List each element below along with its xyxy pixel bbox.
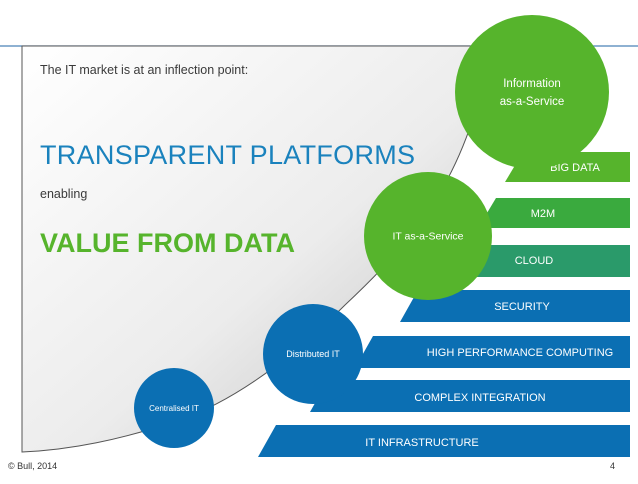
stage-circles: Centralised IT Distributed IT IT as-a-Serv… [134,15,609,448]
intro-text: The IT market is at an inflection point: [40,63,249,77]
layer-label: BIG DATA [550,162,600,174]
stage-circle [134,368,214,448]
layer-label: HIGH PERFORMANCE COMPUTING [427,347,613,359]
copyright: © Bull, 2014 [8,461,58,471]
stage-circle [455,15,609,169]
layer-bar [355,336,630,368]
layer-bar [258,425,630,457]
layer-label: IT INFRASTRUCTURE [365,437,478,449]
stage-label: Centralised IT [149,404,199,413]
layer-bars: IT INFRASTRUCTURE COMPLEX INTEGRATION HIGH… [258,152,630,457]
headline: TRANSPARENT PLATFORMS [40,140,416,170]
layer-label: M2M [531,208,555,220]
layer-label: CLOUD [515,255,554,267]
layer-bar [478,198,630,228]
stage-label: Distributed IT [286,349,340,359]
layer-label: COMPLEX INTEGRATION [414,392,545,404]
stage-circle [364,172,492,300]
layer-label: SECURITY [494,301,550,313]
stage-circle [263,304,363,404]
layer-bar [310,380,630,412]
layer-bar [400,290,630,322]
stage-label: as-a-Service [500,96,565,108]
page-number: 4 [610,461,616,471]
stage-label: Information [503,78,561,90]
stage-label: IT as-a-Service [393,231,464,243]
value-headline: VALUE FROM DATA [40,228,295,258]
connector-text: enabling [40,187,88,201]
